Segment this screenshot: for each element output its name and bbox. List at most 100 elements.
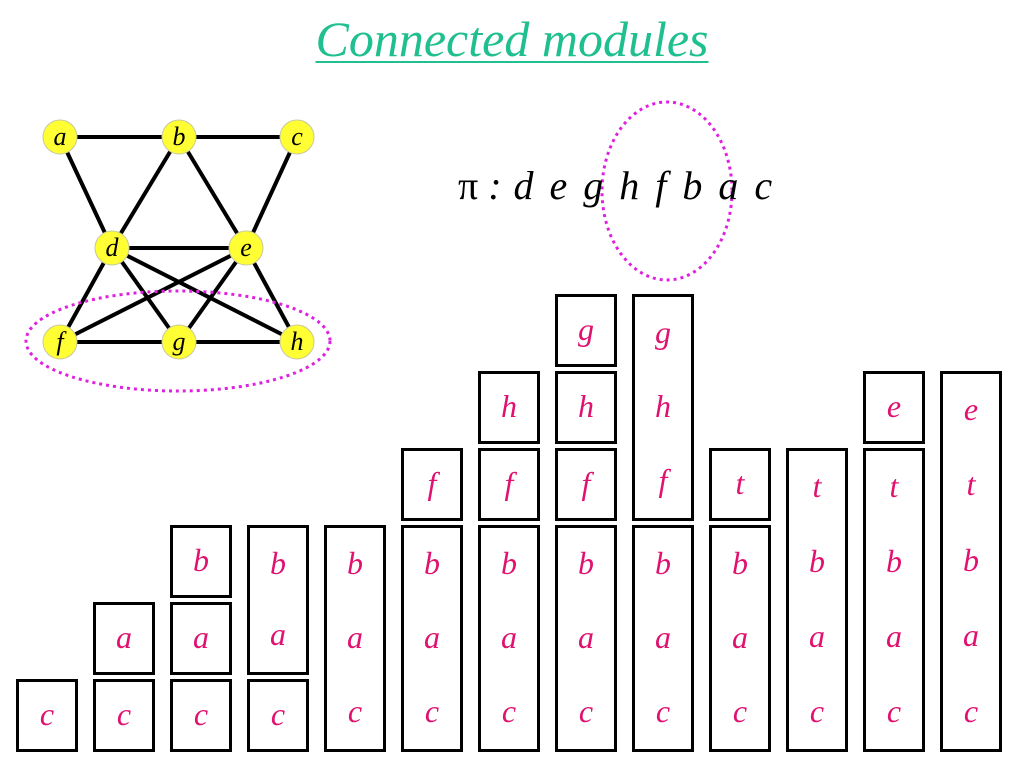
module-letter: c <box>578 692 594 729</box>
module-letter: a <box>809 617 825 654</box>
module-letter: c <box>501 692 517 729</box>
module-letter: t <box>812 467 822 504</box>
permutation-module-ellipse <box>600 100 734 282</box>
module-letter: c <box>655 692 671 729</box>
node-g: g <box>161 324 197 360</box>
module-box: e <box>863 371 925 444</box>
node-h: h <box>279 324 315 360</box>
edge-e-g <box>177 246 248 344</box>
edge-b-d <box>110 135 181 250</box>
node-label: e <box>240 233 252 262</box>
graph-module-ellipse <box>24 289 332 393</box>
module-letter: c <box>39 695 55 732</box>
edge-c-e <box>244 136 299 249</box>
module-letter: a <box>963 617 979 653</box>
module-letter: f <box>581 464 591 501</box>
module-letter: c <box>809 692 825 729</box>
edge-d-f <box>58 247 114 343</box>
module-letter: c <box>732 692 748 729</box>
module-letter: e <box>963 390 979 427</box>
module-letter: a <box>578 618 594 655</box>
module-letter: a <box>732 618 748 655</box>
module-letter: b <box>270 544 286 581</box>
module-letter: t <box>966 466 976 502</box>
module-letter: c <box>886 692 902 729</box>
node-circle <box>42 324 78 360</box>
node-a: a <box>42 119 78 155</box>
module-letter: b <box>501 544 517 581</box>
pi-symbol: π <box>458 163 479 208</box>
node-d: d <box>94 230 130 266</box>
module-box: f <box>555 448 617 521</box>
permutation-separator: : <box>488 163 502 208</box>
perm-item: f <box>655 163 667 208</box>
module-letter: g <box>578 310 594 347</box>
node-circle <box>279 119 315 155</box>
page-title: Connected modules <box>315 11 709 67</box>
module-letter: a <box>193 618 209 655</box>
module-letter: h <box>578 387 594 424</box>
node-circle <box>42 119 78 155</box>
node-circle <box>228 230 264 266</box>
node-circle <box>161 324 197 360</box>
perm-item: g <box>583 163 604 208</box>
node-e: e <box>228 230 264 266</box>
module-box: a <box>93 602 155 675</box>
edge-a-d <box>58 136 114 249</box>
edge-d-h <box>111 246 298 344</box>
module-letter: f <box>504 464 514 501</box>
node-c: c <box>279 119 315 155</box>
node-label: d <box>106 233 120 262</box>
module-box: f <box>478 448 540 521</box>
module-letter: b <box>732 544 748 581</box>
node-label: a <box>54 122 67 151</box>
module-letter: b <box>424 544 440 581</box>
node-circle <box>94 230 130 266</box>
node-b: b <box>161 119 197 155</box>
module-letter: b <box>347 544 363 581</box>
node-label: h <box>291 327 304 356</box>
module-box: h <box>478 371 540 444</box>
edge-e-f <box>59 246 247 344</box>
module-letter: b <box>963 541 979 578</box>
module-letter: e <box>886 387 902 424</box>
edge-d-g <box>110 246 181 344</box>
perm-item: b <box>682 163 703 208</box>
module-letter: g <box>655 313 671 350</box>
edge-e-h <box>244 247 299 343</box>
module-letter: f <box>658 461 668 498</box>
perm-item: d <box>513 163 534 208</box>
module-letter: a <box>424 618 440 655</box>
node-label: c <box>291 122 303 151</box>
module-letter: a <box>347 618 363 655</box>
module-letter: t <box>889 467 899 504</box>
module-box: b <box>170 525 232 598</box>
module-letter: b <box>809 542 825 579</box>
module-letter: c <box>347 692 363 729</box>
module-box: g <box>555 294 617 367</box>
module-letter: a <box>655 618 671 655</box>
module-box: c <box>93 679 155 752</box>
module-box: c <box>247 679 309 752</box>
module-letter: c <box>270 695 286 732</box>
module-letter: a <box>501 618 517 655</box>
module-letter: b <box>193 541 209 578</box>
module-letter: a <box>886 617 902 654</box>
module-letter: c <box>193 695 209 732</box>
perm-item: a <box>718 163 739 208</box>
module-letter: h <box>655 387 671 424</box>
node-label: g <box>173 327 186 356</box>
module-letter: c <box>116 695 132 732</box>
module-letter: a <box>270 615 286 652</box>
module-box: t b a c <box>786 448 848 752</box>
module-box: f <box>401 448 463 521</box>
module-letter: t <box>735 464 745 501</box>
node-label: b <box>173 122 186 151</box>
perm-item: h <box>619 163 640 208</box>
